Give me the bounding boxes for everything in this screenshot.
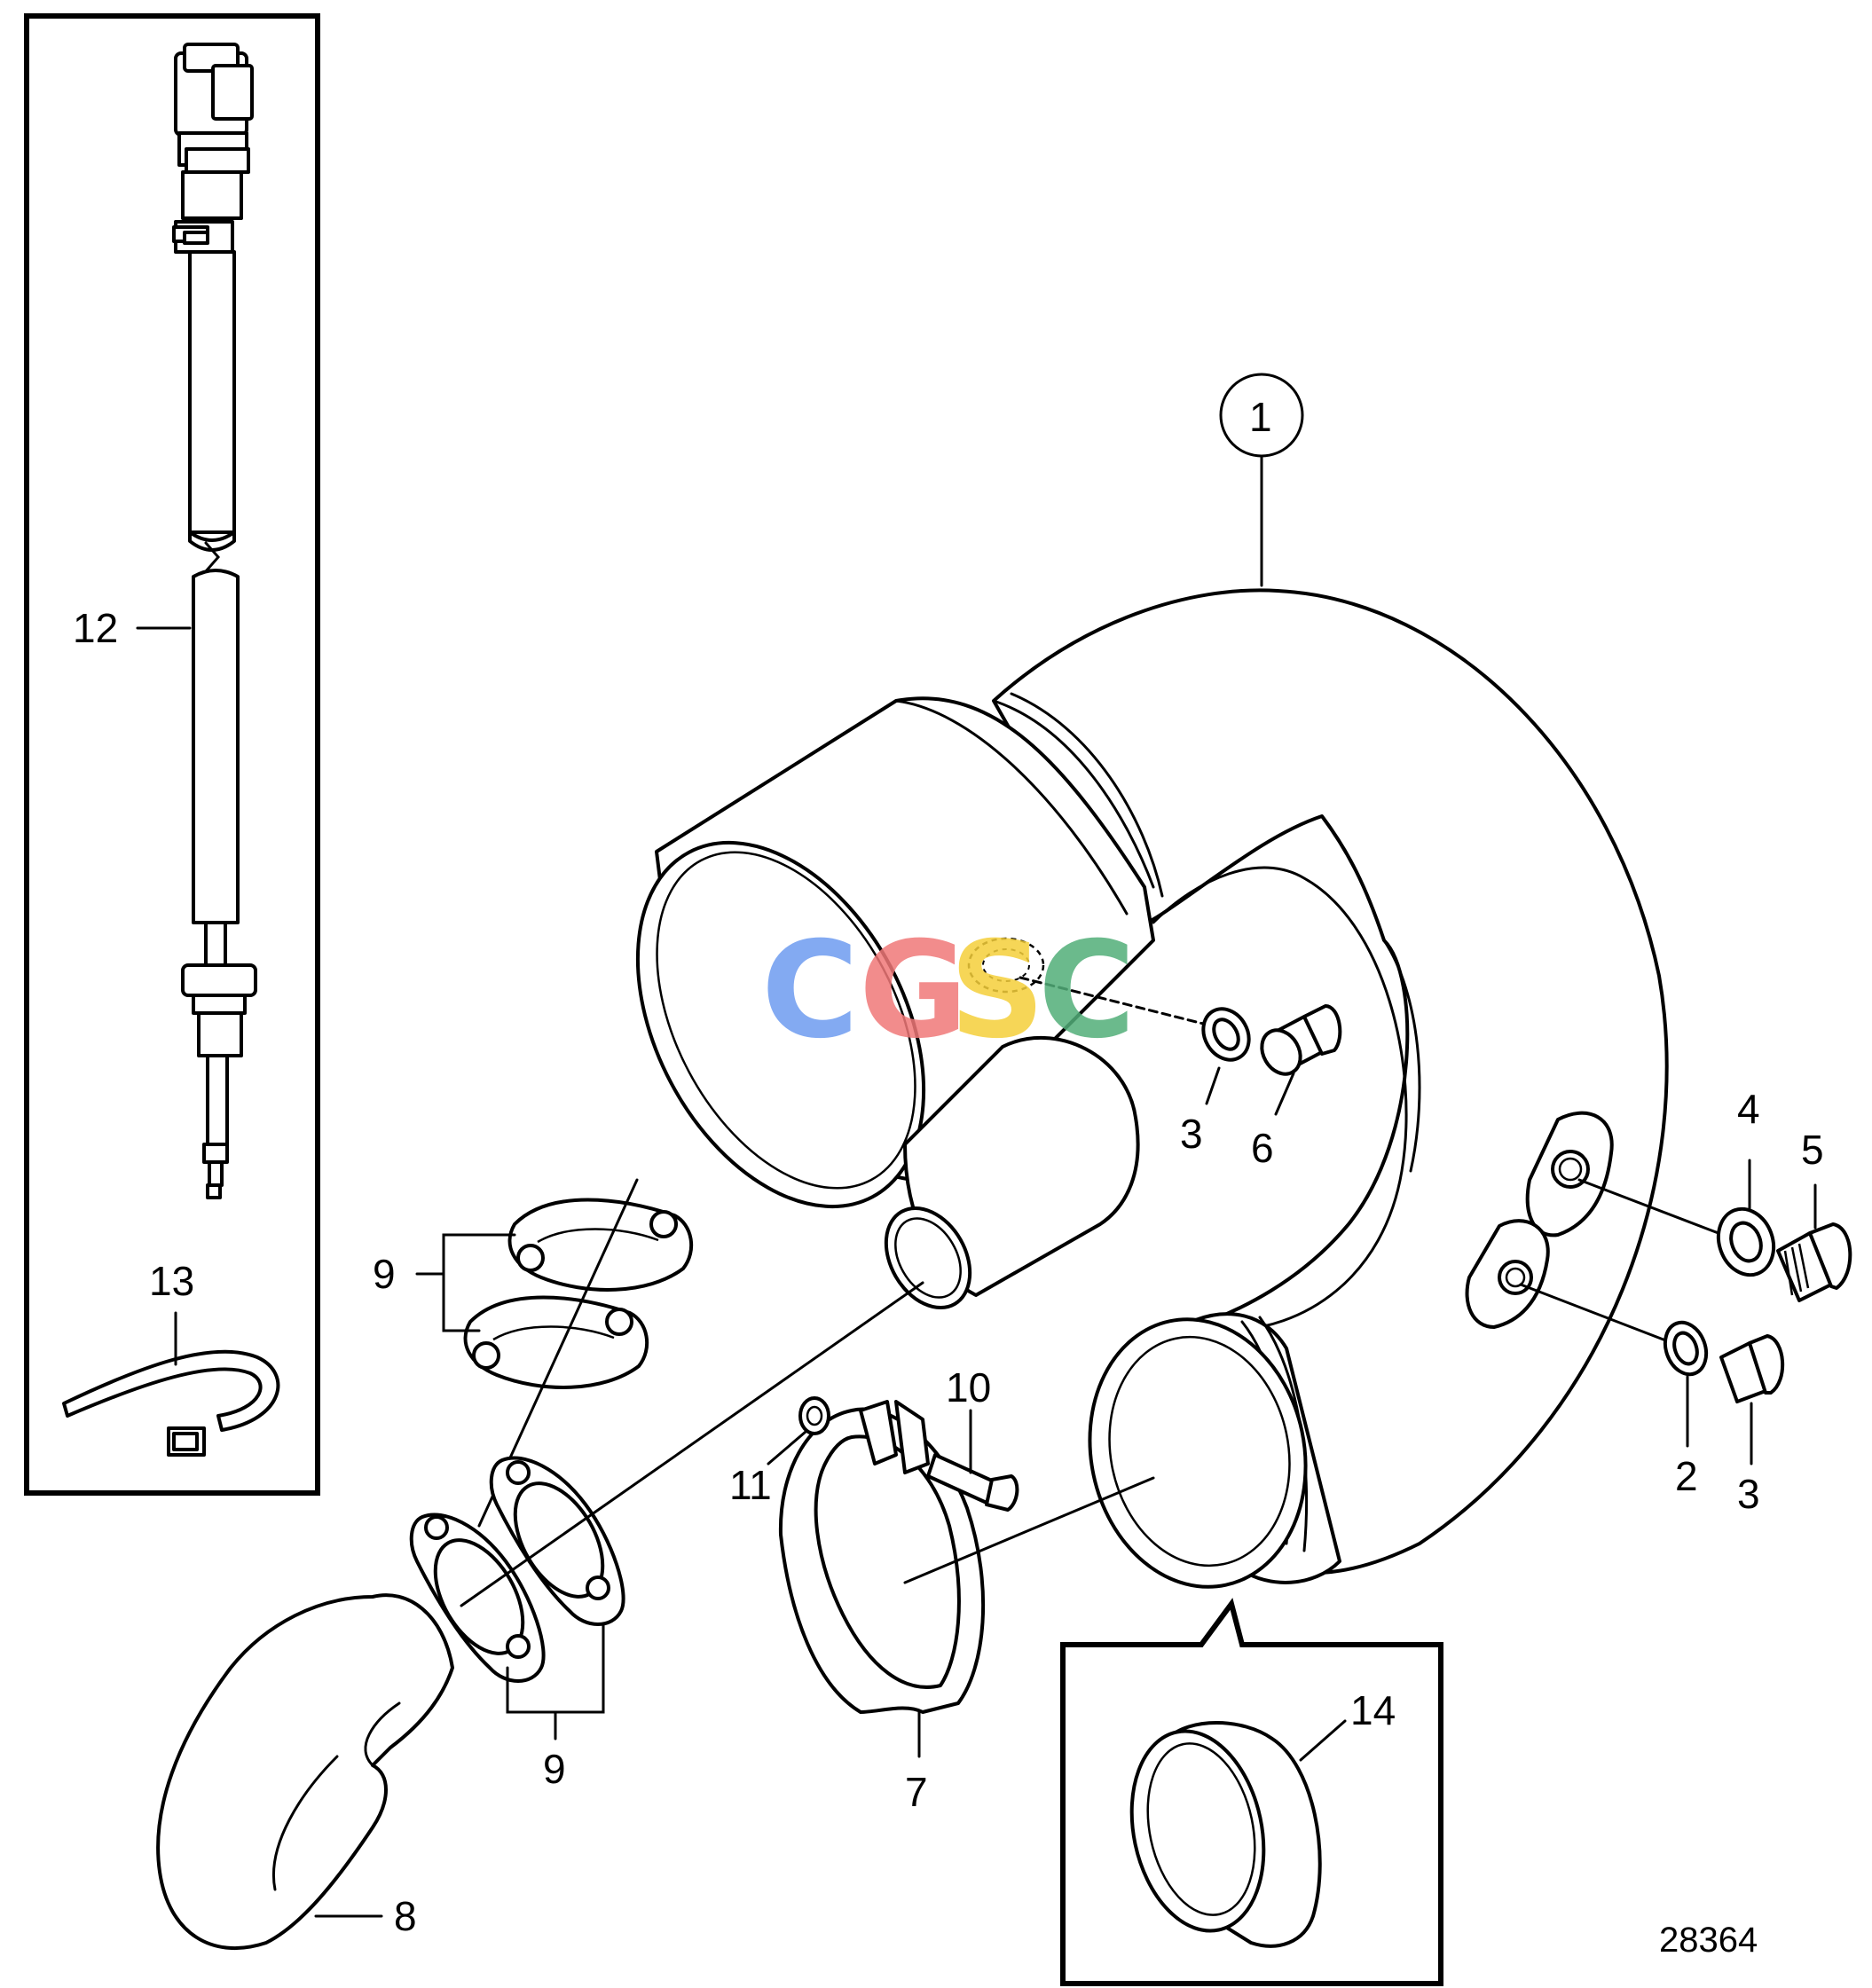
clamp-ring-part-9-lower-a bbox=[409, 1513, 546, 1683]
leader-3-upper bbox=[1205, 1066, 1221, 1105]
watermark-letter-g: G bbox=[859, 914, 968, 1068]
hose-part-8 bbox=[156, 1593, 454, 1951]
callout-12: 12 bbox=[73, 605, 118, 651]
washer-part-2 bbox=[1663, 1320, 1709, 1377]
watermark-letter-s: S bbox=[949, 914, 1045, 1068]
callout-7: 7 bbox=[905, 1769, 928, 1815]
callout-9-upper: 9 bbox=[373, 1251, 396, 1297]
leader-11 bbox=[767, 1430, 807, 1465]
callout-1: 1 bbox=[1249, 394, 1272, 440]
callout-9-lower: 9 bbox=[543, 1746, 566, 1792]
plug-part-6 bbox=[1260, 1004, 1342, 1076]
temperature-sensor-part-12 bbox=[172, 43, 257, 1199]
cgsc-watermark-logo: C G S C bbox=[761, 914, 1136, 1068]
inset-box-sensor bbox=[24, 13, 320, 1496]
exhaust-elbow-part-1 bbox=[635, 588, 1669, 1589]
clamp-half-part-9-upper-b bbox=[463, 1295, 649, 1389]
callout-3-upper: 3 bbox=[1180, 1111, 1203, 1157]
callout-14: 14 bbox=[1350, 1687, 1396, 1733]
washer-part-3-upper bbox=[1201, 1007, 1251, 1062]
callout-10: 10 bbox=[946, 1364, 991, 1410]
callout-4: 4 bbox=[1737, 1086, 1760, 1132]
sleeve-part-14 bbox=[1129, 1721, 1322, 1948]
clamp-ring-part-9-lower-b bbox=[489, 1456, 625, 1626]
bracket-9-upper bbox=[442, 1233, 516, 1332]
watermark-letter-c2: C bbox=[1038, 914, 1136, 1068]
plug-part-3-lower bbox=[1719, 1334, 1784, 1403]
leader-6 bbox=[1274, 1072, 1295, 1116]
cable-tie-part-13 bbox=[62, 1349, 280, 1457]
leader-14 bbox=[1299, 1719, 1347, 1762]
washer-part-4 bbox=[1716, 1206, 1776, 1277]
callout-8: 8 bbox=[394, 1893, 417, 1939]
callout-5: 5 bbox=[1801, 1127, 1824, 1173]
v-clamp-part-7 bbox=[778, 1396, 1019, 1714]
callout-11: 11 bbox=[729, 1462, 772, 1508]
clamp-half-part-9-upper-a bbox=[507, 1198, 693, 1292]
callout-2: 2 bbox=[1675, 1453, 1698, 1499]
callout-3-lower: 3 bbox=[1737, 1471, 1760, 1517]
watermark-letter-c1: C bbox=[761, 914, 859, 1068]
callout-6: 6 bbox=[1251, 1125, 1274, 1171]
diagram-reference-number: 28364 bbox=[1659, 1921, 1758, 1960]
callout-13: 13 bbox=[149, 1258, 194, 1304]
plug-part-5 bbox=[1776, 1222, 1852, 1302]
